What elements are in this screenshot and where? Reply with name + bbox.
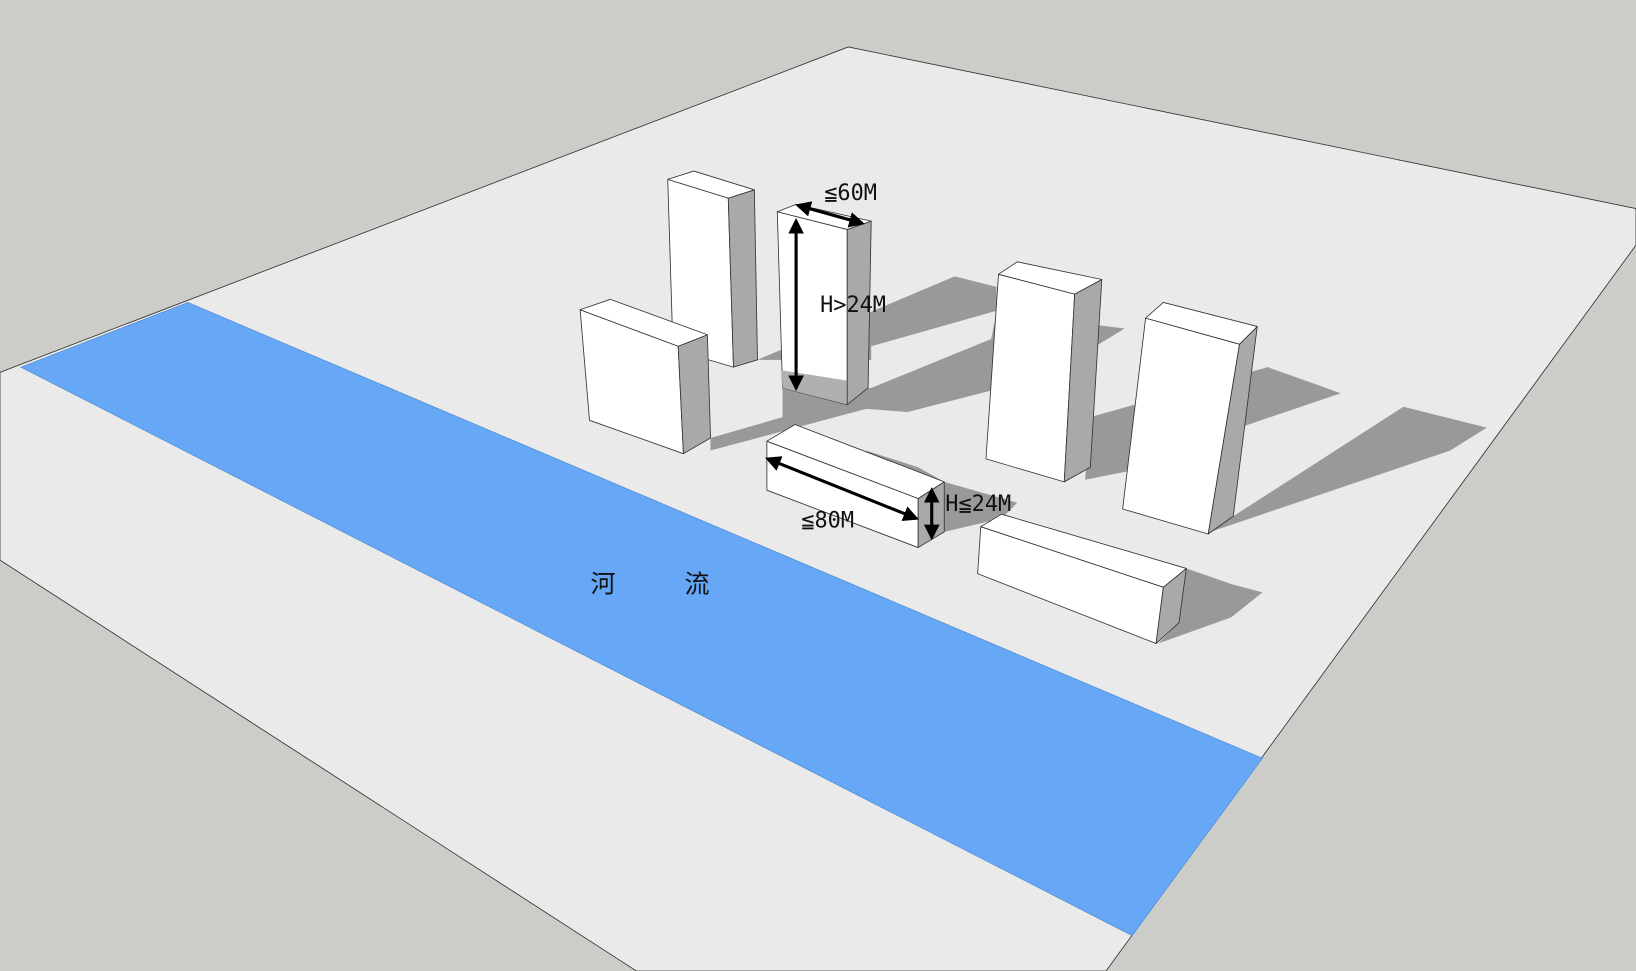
river-label-2: 流 (684, 569, 709, 598)
river-label-1: 河 (591, 569, 616, 598)
building-tall-right-2 (1122, 302, 1258, 535)
shadow (1210, 406, 1487, 532)
length-dimension-arrow (765, 456, 919, 521)
low-height-dimension-label: H≦24M (945, 492, 1011, 517)
river (20, 302, 1263, 936)
shadow (1158, 568, 1263, 644)
length-dimension-label: ≦80M (801, 509, 854, 534)
height-dimension-label: H>24M (820, 293, 886, 318)
building-left-front (579, 298, 711, 455)
width-dimension-label: ≦60M (824, 181, 877, 206)
building-tall-right-1 (985, 261, 1103, 483)
building-tall-back-left (667, 170, 758, 368)
building-low-right (977, 513, 1187, 644)
width-dimension-arrow (795, 201, 865, 228)
